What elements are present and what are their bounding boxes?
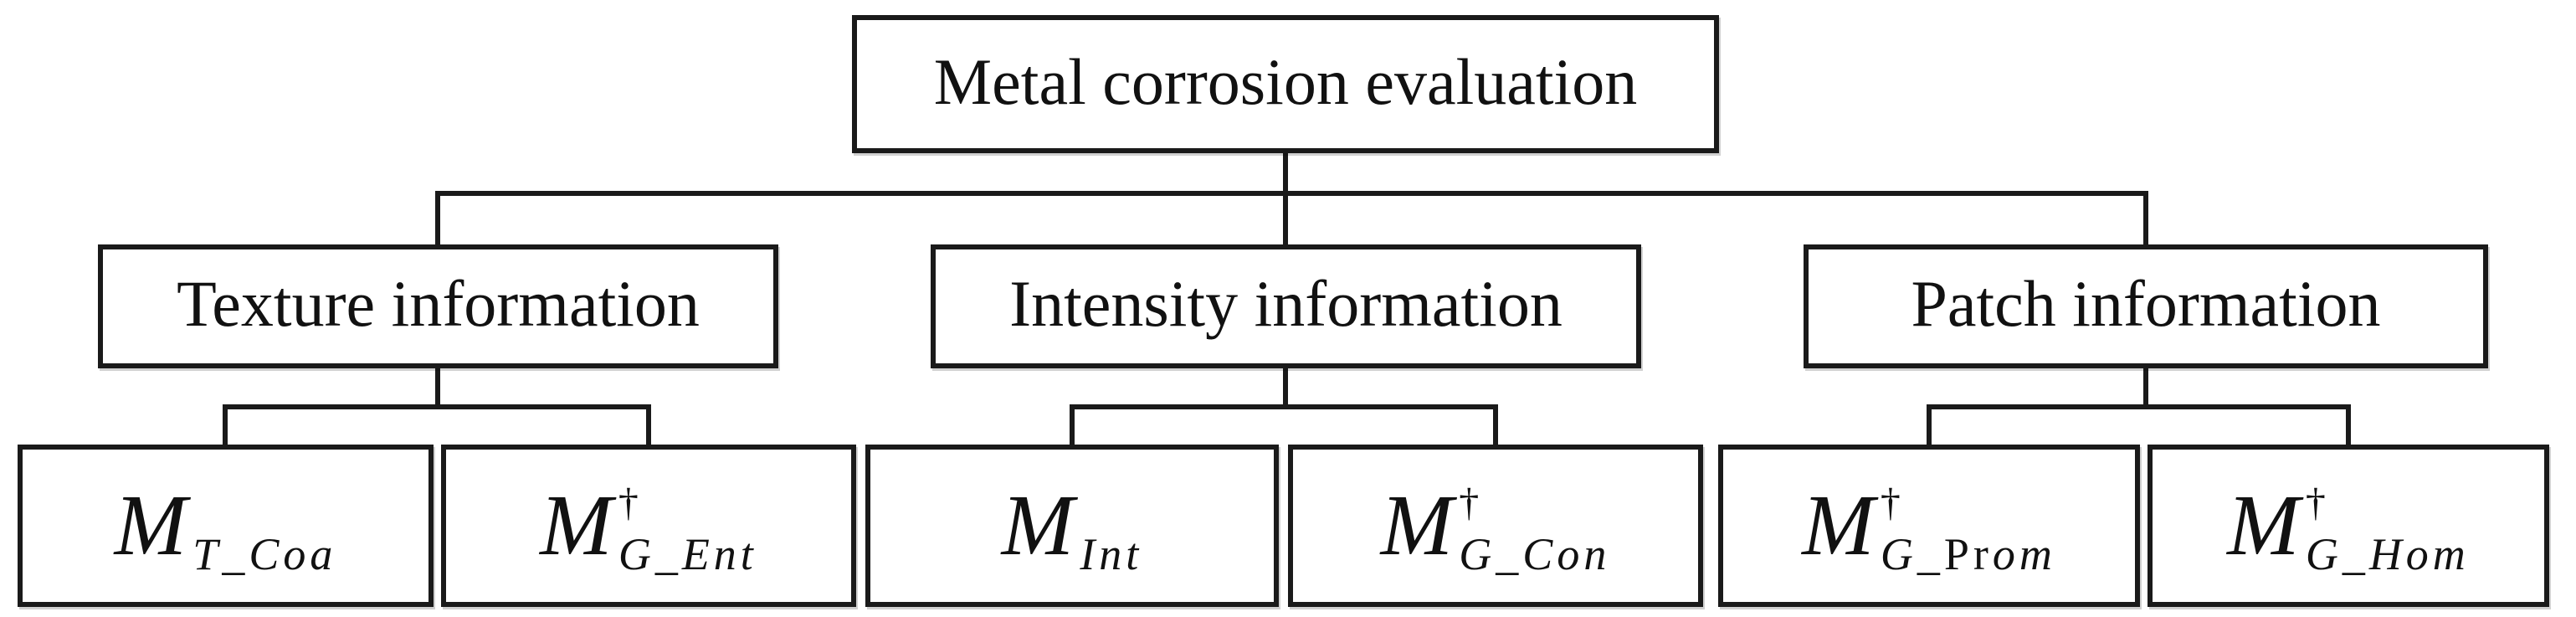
leaf-node-m-g-ent: M†G_Ent bbox=[441, 445, 856, 607]
group-node-patch: Patch information bbox=[1804, 244, 2488, 368]
subscript-segment: Hom bbox=[2368, 529, 2470, 579]
connector-root-vertical bbox=[1283, 152, 1288, 196]
leaf-formula: M†G_Hom bbox=[2227, 476, 2470, 578]
connector-intensity-horizontal bbox=[1070, 404, 1498, 409]
connector-drop-texture bbox=[435, 191, 440, 244]
group-node-intensity-label: Intensity information bbox=[1009, 267, 1563, 340]
connector-drop-m-t-coa bbox=[223, 404, 228, 445]
subscript-segment: Con bbox=[1522, 529, 1611, 579]
dagger-superscript: † bbox=[1459, 481, 1480, 525]
formula-base-symbol: M bbox=[1380, 477, 1454, 573]
subscript-segment: G bbox=[1880, 529, 1917, 579]
connector-intensity-vertical bbox=[1283, 365, 1288, 409]
subscript-segment: Coa bbox=[249, 529, 337, 579]
subscript-segment: _ bbox=[2342, 529, 2369, 579]
formula-scripts: †G_Con bbox=[1459, 483, 1610, 582]
formula-base-symbol: M bbox=[1001, 477, 1075, 573]
formula-base-symbol: M bbox=[2227, 477, 2300, 573]
dagger-superscript: † bbox=[2305, 481, 2326, 525]
subscript-segment: G bbox=[618, 529, 655, 579]
formula-base-symbol: M bbox=[1802, 477, 1875, 573]
formula-base-symbol: M bbox=[114, 477, 187, 573]
connector-drop-m-int bbox=[1070, 404, 1075, 445]
leaf-node-m-g-con: M†G_Con bbox=[1288, 445, 1703, 607]
root-node: Metal corrosion evaluation bbox=[852, 15, 1719, 153]
formula-scripts: †G_Ent bbox=[618, 483, 757, 582]
subscript-segment: G bbox=[1459, 529, 1496, 579]
formula-subscript: G_Con bbox=[1459, 532, 1610, 582]
connector-drop-m-g-hom bbox=[2346, 404, 2351, 445]
connector-drop-m-g-ent bbox=[646, 404, 651, 445]
leaf-node-m-g-hom: M†G_Hom bbox=[2148, 445, 2549, 607]
connector-drop-intensity bbox=[1283, 191, 1288, 244]
connector-texture-vertical bbox=[435, 365, 440, 409]
subscript-segment: om bbox=[1992, 529, 2056, 579]
connector-patch-vertical bbox=[2143, 365, 2148, 409]
subscript-segment: G bbox=[2305, 529, 2343, 579]
formula-subscript: T_Coa bbox=[192, 532, 336, 582]
formula-subscript: G_Hom bbox=[2306, 532, 2470, 582]
group-node-texture-label: Texture information bbox=[177, 267, 700, 340]
formula-base-symbol: M bbox=[540, 477, 613, 573]
dagger-superscript: † bbox=[1880, 481, 1901, 525]
connector-drop-patch bbox=[2143, 191, 2148, 244]
group-node-patch-label: Patch information bbox=[1911, 267, 2381, 340]
subscript-segment: _ bbox=[222, 529, 249, 579]
connector-drop-m-g-con bbox=[1493, 404, 1498, 445]
group-node-intensity: Intensity information bbox=[931, 244, 1641, 368]
subscript-segment: T bbox=[192, 529, 223, 579]
subscript-segment: Pr bbox=[1943, 529, 1993, 579]
connector-level1-horizontal bbox=[435, 191, 2148, 196]
formula-scripts: †G_Hom bbox=[2306, 483, 2470, 582]
formula-scripts: †G_Prom bbox=[1881, 483, 2056, 582]
connector-drop-m-g-prom bbox=[1927, 404, 1932, 445]
subscript-segment: Int bbox=[1080, 529, 1143, 579]
formula-scripts: T_Coa bbox=[192, 483, 336, 582]
formula-subscript: G_Prom bbox=[1881, 532, 2056, 582]
subscript-segment: _ bbox=[1496, 529, 1523, 579]
subscript-segment: Ent bbox=[681, 529, 757, 579]
formula-subscript: G_Ent bbox=[618, 532, 757, 582]
root-node-label: Metal corrosion evaluation bbox=[933, 44, 1638, 118]
group-node-texture: Texture information bbox=[98, 244, 778, 368]
connector-texture-horizontal bbox=[223, 404, 651, 409]
formula-scripts: Int bbox=[1080, 483, 1142, 582]
leaf-formula: M†G_Con bbox=[1380, 476, 1611, 578]
subscript-segment: _ bbox=[654, 529, 682, 579]
subscript-segment: _ bbox=[1917, 529, 1944, 579]
formula-subscript: Int bbox=[1080, 532, 1142, 582]
connector-patch-horizontal bbox=[1927, 404, 2351, 409]
leaf-formula: M†G_Prom bbox=[1802, 476, 2056, 578]
leaf-formula: M†G_Ent bbox=[540, 476, 757, 578]
dagger-superscript: † bbox=[618, 481, 639, 525]
leaf-node-m-g-prom: M†G_Prom bbox=[1718, 445, 2140, 607]
